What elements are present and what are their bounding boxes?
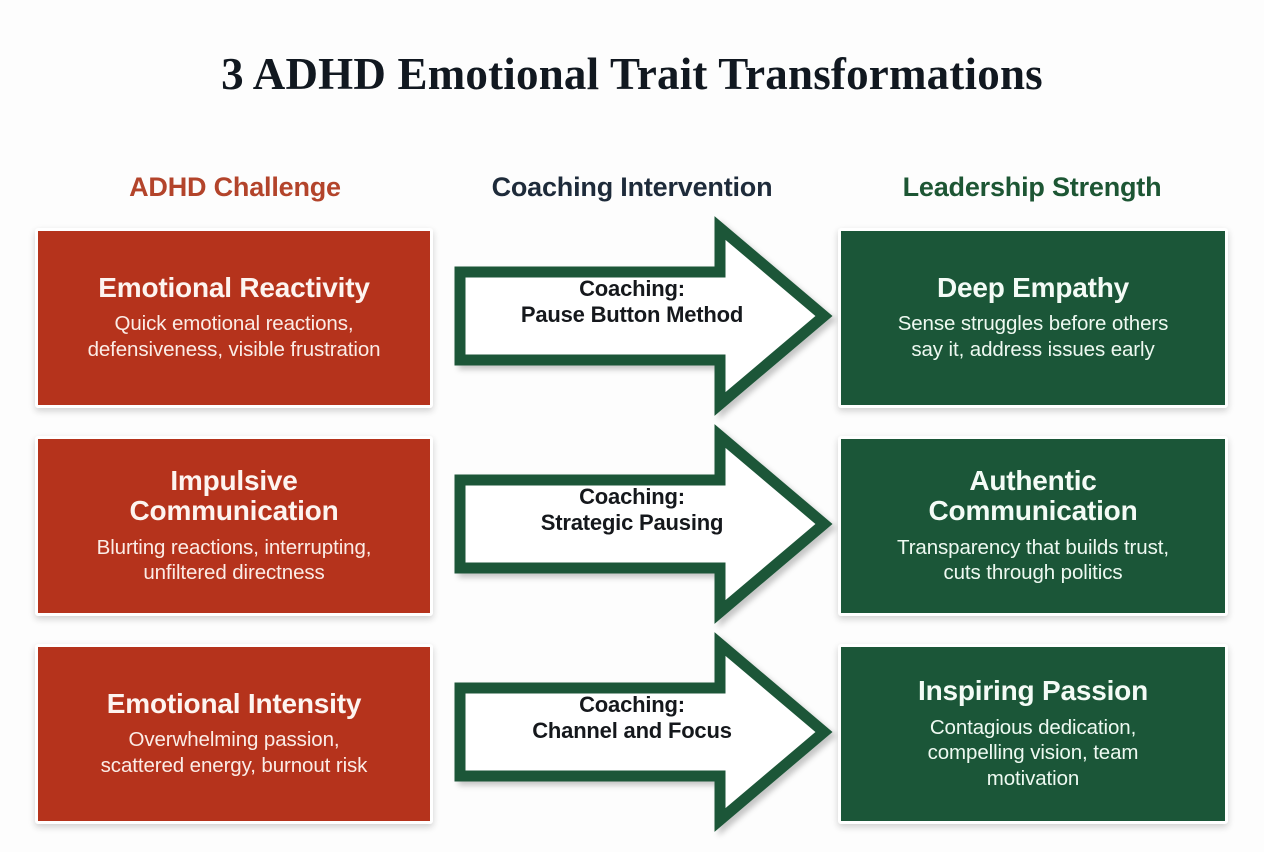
title-line: Authentic — [969, 465, 1097, 497]
challenge-card-description: Overwhelming passion, scattered energy, … — [101, 727, 368, 778]
description-line: Blurting reactions, interrupting, — [96, 535, 372, 559]
arrow-right-icon — [454, 424, 833, 624]
strength-card: Deep Empathy Sense struggles before othe… — [838, 228, 1228, 408]
strength-card-title: Inspiring Passion — [918, 675, 1148, 707]
strength-card-description: Sense struggles before others say it, ad… — [898, 311, 1169, 362]
description-line: Contagious dedication, — [929, 715, 1137, 739]
strength-card: Authentic Communication Transparency tha… — [838, 436, 1228, 616]
description-line: motivation — [986, 766, 1080, 790]
challenge-card-title: Impulsive Communication — [130, 466, 339, 526]
title-line: Communication — [129, 495, 339, 527]
description-line: cuts through politics — [943, 561, 1123, 585]
transformation-row: Emotional Reactivity Quick emotional rea… — [0, 216, 1264, 416]
page-title: 3 ADHD Emotional Trait Transformations — [221, 49, 1043, 99]
intervention-arrow: Coaching: Channel and Focus — [452, 630, 833, 835]
challenge-card-title: Emotional Reactivity — [98, 272, 370, 304]
strength-card-title: Deep Empathy — [936, 272, 1130, 304]
description-line: defensiveness, visible frustration — [87, 338, 381, 362]
title-line: Impulsive — [170, 465, 298, 497]
challenge-card-title: Emotional Intensity — [106, 688, 362, 720]
challenge-card-description: Quick emotional reactions, defensiveness… — [88, 311, 381, 362]
strength-card-description: Transparency that builds trust, cuts thr… — [897, 535, 1169, 586]
transformation-rows: Emotional Reactivity Quick emotional rea… — [0, 216, 1264, 852]
column-header-challenge: ADHD Challenge — [129, 172, 341, 202]
challenge-card: Emotional Intensity Overwhelming passion… — [35, 644, 433, 824]
challenge-card-description: Blurting reactions, interrupting, unfilt… — [97, 535, 372, 586]
column-header-strength: Leadership Strength — [902, 172, 1162, 202]
strength-card: Inspiring Passion Contagious dedication,… — [838, 644, 1228, 824]
arrow-right-icon — [454, 216, 833, 416]
intervention-arrow: Coaching: Pause Button Method — [452, 214, 833, 419]
arrow-right-icon — [454, 632, 833, 832]
description-line: Overwhelming passion, — [128, 728, 340, 752]
description-line: Quick emotional reactions, — [114, 312, 354, 336]
challenge-card: Emotional Reactivity Quick emotional rea… — [35, 228, 433, 408]
intervention-arrow: Coaching: Strategic Pausing — [452, 422, 833, 627]
description-line: Transparency that builds trust, — [897, 535, 1169, 559]
description-line: Sense struggles before others — [897, 312, 1169, 336]
title-line: Communication — [928, 495, 1138, 527]
column-headers: ADHD Challenge Coaching Intervention Lea… — [0, 172, 1264, 212]
transformation-row: Emotional Intensity Overwhelming passion… — [0, 632, 1264, 832]
strength-card-title: Authentic Communication — [929, 466, 1138, 526]
description-line: say it, address issues early — [911, 338, 1155, 362]
description-line: scattered energy, burnout risk — [100, 754, 368, 778]
strength-card-description: Contagious dedication, compelling vision… — [928, 715, 1139, 792]
transformation-row: Impulsive Communication Blurting reactio… — [0, 424, 1264, 624]
description-line: compelling vision, team — [927, 741, 1139, 765]
column-header-intervention: Coaching Intervention — [491, 172, 773, 202]
description-line: unfiltered directness — [143, 561, 325, 585]
challenge-card: Impulsive Communication Blurting reactio… — [35, 436, 433, 616]
